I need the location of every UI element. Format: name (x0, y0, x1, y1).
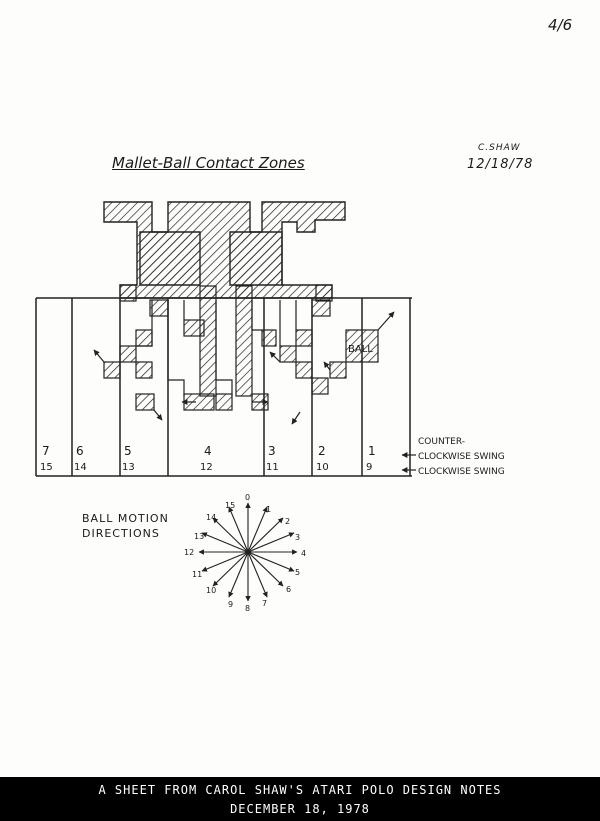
contact-blocks (103, 284, 379, 411)
ball-motion-label: BALL MOTION (82, 512, 169, 525)
caption-line-1: A SHEET FROM CAROL SHAW'S ATARI POLO DES… (98, 783, 502, 797)
ball-motion-label-2: DIRECTIONS (82, 527, 160, 540)
direction-7: 7 (262, 599, 267, 608)
zone-bottom-15: 15 (40, 462, 53, 473)
author-signature: C.SHAW (478, 143, 521, 153)
direction-2: 2 (285, 517, 290, 526)
mallet-shape (103, 201, 346, 299)
zone-top-7: 7 (42, 444, 50, 458)
zone-top-5: 5 (124, 444, 132, 458)
direction-13: 13 (194, 532, 204, 541)
direction-6: 6 (286, 585, 291, 594)
direction-1: 1 (266, 505, 271, 514)
legend-arrows (401, 452, 416, 473)
caption-bar: A SHEET FROM CAROL SHAW'S ATARI POLO DES… (0, 777, 600, 821)
zone-top-6: 6 (76, 444, 84, 458)
zone-top-4: 4 (204, 444, 212, 458)
page-title: Mallet-Ball Contact Zones (112, 154, 305, 172)
direction-4: 4 (301, 549, 306, 558)
legend-counter-b: CLOCKWISE SWING (418, 452, 505, 462)
direction-8: 8 (245, 604, 250, 613)
direction-10: 10 (206, 586, 216, 595)
zone-top-3: 3 (268, 444, 276, 458)
zone-arrows (93, 311, 395, 425)
zone-grid (35, 297, 412, 477)
legend-counter-a: COUNTER- (418, 437, 465, 447)
direction-5: 5 (295, 568, 300, 577)
zone-bottom-12: 12 (200, 462, 213, 473)
zone-bottom-10: 10 (316, 462, 329, 473)
zone-outlines (136, 300, 297, 396)
ball-label: BALL (348, 344, 373, 355)
direction-12: 12 (184, 548, 194, 557)
page-number: 4/6 (548, 16, 573, 34)
direction-14: 14 (206, 513, 216, 522)
caption-line-2: DECEMBER 18, 1978 (230, 802, 370, 816)
direction-15: 15 (225, 501, 235, 510)
zone-bottom-14: 14 (74, 462, 87, 473)
zone-bottom-13: 13 (122, 462, 135, 473)
direction-0: 0 (245, 493, 250, 502)
zone-bottom-9: 9 (366, 462, 372, 473)
zone-top-1: 1 (368, 444, 376, 458)
direction-3: 3 (295, 533, 300, 542)
direction-11: 11 (192, 570, 202, 579)
contact-zone-diagram: BALL 7 6 5 4 3 2 1 15 14 13 12 11 10 9 C… (35, 201, 505, 613)
legend-clockwise: CLOCKWISE SWING (418, 467, 505, 477)
direction-9: 9 (228, 600, 233, 609)
direction-compass (198, 502, 298, 602)
zone-bottom-11: 11 (266, 462, 279, 473)
zone-top-2: 2 (318, 444, 326, 458)
note-date: 12/18/78 (467, 157, 534, 172)
notebook-page (0, 0, 600, 777)
